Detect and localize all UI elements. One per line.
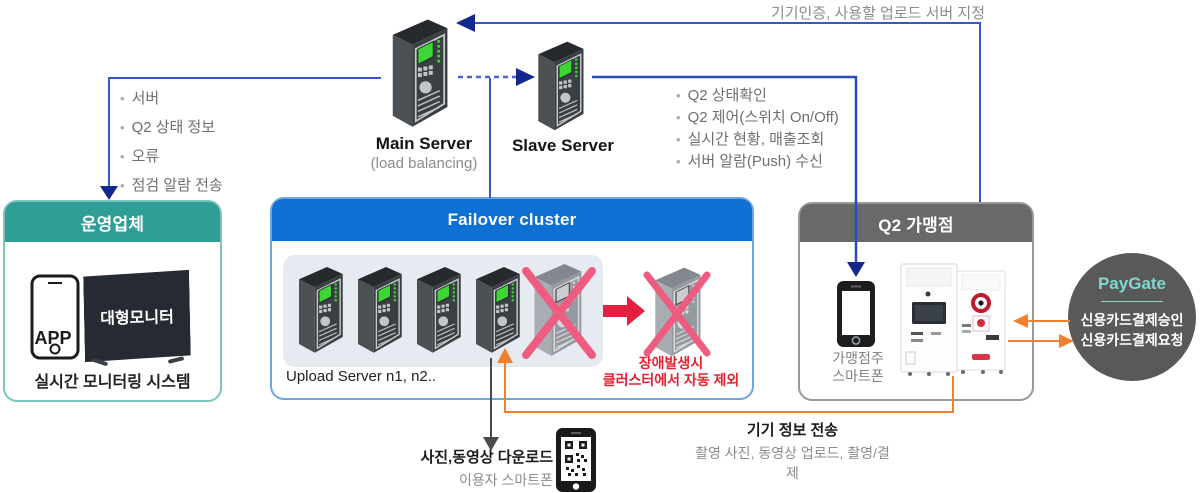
slave-server-label: Slave Server [511, 136, 615, 155]
failover-box-header: Failover cluster [272, 199, 752, 241]
upload-servers-label: Upload Server n1, n2.. [286, 368, 437, 385]
monitor-label: 대형모니터 [100, 309, 175, 328]
paygate-divider [1101, 301, 1163, 302]
bullet-item: 오류 [120, 142, 223, 171]
red-x-icon [522, 267, 596, 359]
bullet-item: 점검 알람 전송 [120, 171, 223, 200]
bullet-item: Q2 상태확인 [676, 85, 839, 107]
failure-note: 장애발생시 클러스터에서 자동 제외 [602, 355, 740, 388]
operator-box-header: 운영업체 [5, 202, 220, 242]
bullet-item: 서버 [120, 84, 223, 113]
upload-server-icon [351, 263, 407, 355]
from-slave-bullet-list: Q2 상태확인Q2 제어(스위치 On/Off)실시간 현황, 매출조회서버 알… [676, 85, 839, 173]
upload-server-icon [292, 263, 348, 355]
bullet-item: 실시간 현황, 매출조회 [676, 129, 839, 151]
arrow-left-to-main-server [456, 14, 475, 32]
operator-caption: 실시간 모니터링 시스템 [34, 374, 191, 391]
upload-server-icon [410, 263, 466, 355]
red-arrow-icon [603, 296, 645, 326]
qr-phone-icon [556, 428, 596, 492]
bullet-item: Q2 상태 정보 [120, 113, 223, 142]
kiosk-icon [900, 263, 1006, 376]
operator-app-phone-icon [30, 274, 80, 360]
paygate-request-label: 신용카드결제요청 [1080, 332, 1184, 348]
paygate-approve-label: 신용카드결제승인 [1080, 312, 1184, 328]
bullet-item: Q2 제어(스위치 On/Off) [676, 107, 839, 129]
monitor-icon: 대형모니터 [83, 270, 191, 362]
q2-box-header: Q2 가맹점 [800, 204, 1032, 242]
bullet-item: 서버 알람(Push) 수신 [676, 151, 839, 173]
paygate-circle: PayGate 신용카드결제승인 신용카드결제요청 [1068, 253, 1196, 381]
store-owner-phone-label: 가맹점주 스마트폰 [832, 350, 884, 384]
app-label: APP [34, 328, 72, 348]
to-operator-bullet-list: 서버Q2 상태 정보오류점검 알람 전송 [120, 84, 223, 200]
store-owner-phone-icon [837, 281, 875, 347]
device-auth-note: 기기인증, 사용할 업로드 서버 지정 [770, 5, 985, 22]
download-note: 사진,동영상 다운로드 이용자 스마트폰 [420, 449, 553, 488]
paygate-title: PayGate [1097, 274, 1167, 293]
main-server-label: Main Server (load balancing) [370, 134, 478, 172]
slave-server-icon [531, 38, 589, 132]
arrow-down-to-operator [100, 186, 118, 200]
main-server-icon [384, 10, 454, 134]
device-info-note: 기기 정보 전송 촬영 사진, 동영상 업로드, 촬영/결제 [695, 422, 890, 481]
red-x-icon [643, 271, 711, 357]
